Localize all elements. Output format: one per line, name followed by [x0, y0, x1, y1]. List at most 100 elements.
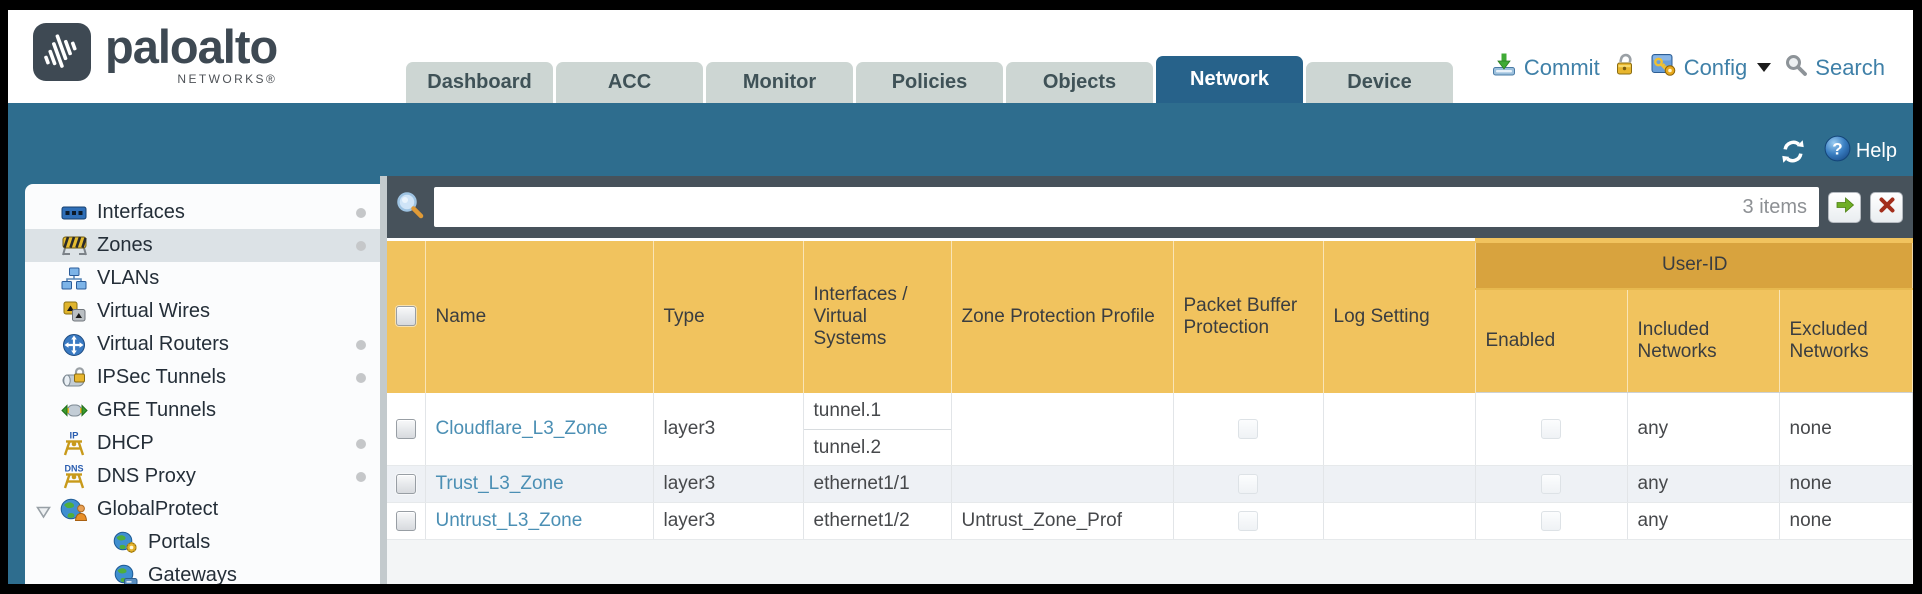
- sidebar-item-label: Zones: [97, 234, 153, 256]
- status-dot: [356, 471, 366, 482]
- zone-protection-profile-cell: [951, 392, 1174, 466]
- row-checkbox[interactable]: [395, 418, 416, 439]
- main-nav-tabs: Dashboard ACC Monitor Policies Objects N…: [406, 56, 1456, 103]
- zone-name-link[interactable]: Trust_L3_Zone: [435, 473, 564, 494]
- main-area: Interfaces Zones: [8, 176, 1913, 584]
- zone-type-cell: layer3: [653, 392, 804, 466]
- tab-monitor[interactable]: Monitor: [706, 62, 853, 103]
- column-header-log-setting[interactable]: Log Setting: [1323, 240, 1476, 393]
- dhcp-icon: IP: [60, 431, 88, 457]
- select-all-cell: [387, 240, 426, 393]
- sidebar-item-dhcp[interactable]: IP DHCP: [25, 427, 380, 460]
- column-header-name[interactable]: Name: [425, 240, 654, 393]
- zone-interfaces-cell: ethernet1/2: [803, 502, 952, 540]
- row-checkbox[interactable]: [395, 510, 416, 531]
- filter-input[interactable]: [446, 187, 1743, 227]
- paloalto-logo: paloalto NETWORKS®: [32, 20, 278, 87]
- packet-buffer-checkbox: [1238, 510, 1258, 531]
- column-header-packet-buffer-protection[interactable]: Packet Buffer Protection: [1173, 240, 1324, 393]
- virtual-routers-icon: [60, 332, 88, 358]
- sidebar-item-interfaces[interactable]: Interfaces: [25, 196, 380, 229]
- unlocked-padlock-icon: [1613, 52, 1637, 83]
- commit-download-icon: [1491, 52, 1517, 83]
- dns-icon-label: DNS: [64, 464, 83, 474]
- row-select-cell: [387, 502, 426, 540]
- lock-button[interactable]: [1613, 52, 1637, 83]
- user-id-enabled-checkbox: [1541, 473, 1561, 494]
- interface-item: ethernet1/2: [813, 510, 910, 531]
- tab-network[interactable]: Network: [1156, 56, 1303, 103]
- tab-acc[interactable]: ACC: [556, 62, 703, 103]
- packet-buffer-protection-cell: [1173, 392, 1324, 466]
- tab-policies[interactable]: Policies: [856, 62, 1003, 103]
- apply-filter-button[interactable]: [1828, 191, 1861, 223]
- gear-icon: [126, 542, 137, 553]
- red-x-icon: [1878, 196, 1896, 219]
- commit-label: Commit: [1523, 54, 1600, 80]
- zone-name-link[interactable]: Untrust_L3_Zone: [435, 510, 583, 531]
- column-header-enabled[interactable]: Enabled: [1475, 288, 1628, 393]
- column-header-included-networks[interactable]: Included Networks: [1627, 288, 1780, 393]
- sidebar-item-label: DNS Proxy: [97, 465, 196, 487]
- zone-name-cell: Untrust_L3_Zone: [425, 502, 654, 540]
- collapse-triangle-icon[interactable]: [36, 502, 51, 525]
- logo-subtext: NETWORKS®: [177, 72, 278, 87]
- column-header-zone-protection-profile[interactable]: Zone Protection Profile: [951, 240, 1174, 393]
- sidebar-item-gre-tunnels[interactable]: GRE Tunnels: [25, 394, 380, 427]
- logo-wordmark: paloalto NETWORKS®: [105, 20, 278, 87]
- user-id-enabled-cell: [1475, 392, 1628, 466]
- user-id-enabled-cell: [1475, 465, 1628, 503]
- sidebar-splitter[interactable]: [380, 176, 387, 584]
- sidebar-item-virtual-wires[interactable]: Virtual Wires: [25, 295, 380, 328]
- help-button[interactable]: ? Help: [1824, 135, 1897, 168]
- sidebar-item-zones[interactable]: Zones: [25, 229, 380, 262]
- sidebar-item-ipsec-tunnels[interactable]: IPSec Tunnels: [25, 361, 380, 394]
- help-glyph: ?: [1832, 140, 1842, 159]
- sidebar-item-virtual-routers[interactable]: Virtual Routers: [25, 328, 380, 361]
- gre-tunnels-icon: [60, 398, 88, 424]
- filter-search-icon: [395, 190, 425, 225]
- content-empty-area: [387, 540, 1913, 584]
- search-button[interactable]: Search: [1784, 53, 1885, 83]
- sidebar-item-gateways[interactable]: Gateways: [25, 559, 380, 584]
- sidebar-item-globalprotect[interactable]: GlobalProtect: [25, 493, 380, 526]
- column-header-excluded-networks[interactable]: Excluded Networks: [1779, 288, 1913, 393]
- sidebar-item-label: VLANs: [97, 267, 160, 289]
- excluded-networks-cell: none: [1779, 392, 1913, 466]
- refresh-icon[interactable]: [1779, 139, 1807, 164]
- zone-protection-profile-cell: Untrust_Zone_Prof: [951, 502, 1174, 540]
- tab-objects[interactable]: Objects: [1006, 62, 1153, 103]
- search-label: Search: [1815, 54, 1885, 80]
- sidebar-item-portals[interactable]: Portals: [25, 526, 380, 559]
- logo-text: paloalto: [105, 20, 278, 73]
- zones-content: 3 items: [387, 176, 1913, 584]
- gateways-icon: [111, 563, 139, 584]
- tab-dashboard[interactable]: Dashboard: [406, 62, 553, 103]
- zone-name-link[interactable]: Cloudflare_L3_Zone: [435, 417, 608, 439]
- tab-device[interactable]: Device: [1306, 62, 1453, 103]
- sidebar-item-dns-proxy[interactable]: DNS DNS Proxy: [25, 460, 380, 493]
- row-checkbox[interactable]: [395, 473, 416, 494]
- select-all-checkbox[interactable]: [395, 306, 416, 327]
- top-toolbar: Commit: [1491, 52, 1885, 83]
- clear-filter-button[interactable]: [1870, 191, 1903, 223]
- log-setting-cell: [1323, 465, 1476, 503]
- sidebar-item-label: GRE Tunnels: [97, 399, 216, 421]
- commit-button[interactable]: Commit: [1491, 52, 1600, 83]
- packet-buffer-checkbox: [1238, 473, 1258, 494]
- sidebar-item-label: Interfaces: [97, 201, 185, 223]
- column-header-interfaces[interactable]: Interfaces / Virtual Systems: [803, 240, 952, 393]
- item-count: 3 items: [1742, 195, 1807, 218]
- log-setting-cell: [1323, 392, 1476, 466]
- interface-item: ethernet1/1: [813, 473, 910, 494]
- config-dropdown-button[interactable]: Config: [1650, 52, 1772, 83]
- sidebar-item-vlans[interactable]: VLANs: [25, 262, 380, 295]
- ipsec-tunnels-icon: [60, 365, 88, 391]
- excluded-networks-cell: none: [1779, 465, 1913, 503]
- user-id-enabled-checkbox: [1541, 418, 1561, 439]
- sidebar-item-label: DHCP: [97, 432, 154, 454]
- column-header-type[interactable]: Type: [653, 240, 804, 393]
- zone-type-cell: layer3: [653, 502, 804, 540]
- row-select-cell: [387, 392, 426, 466]
